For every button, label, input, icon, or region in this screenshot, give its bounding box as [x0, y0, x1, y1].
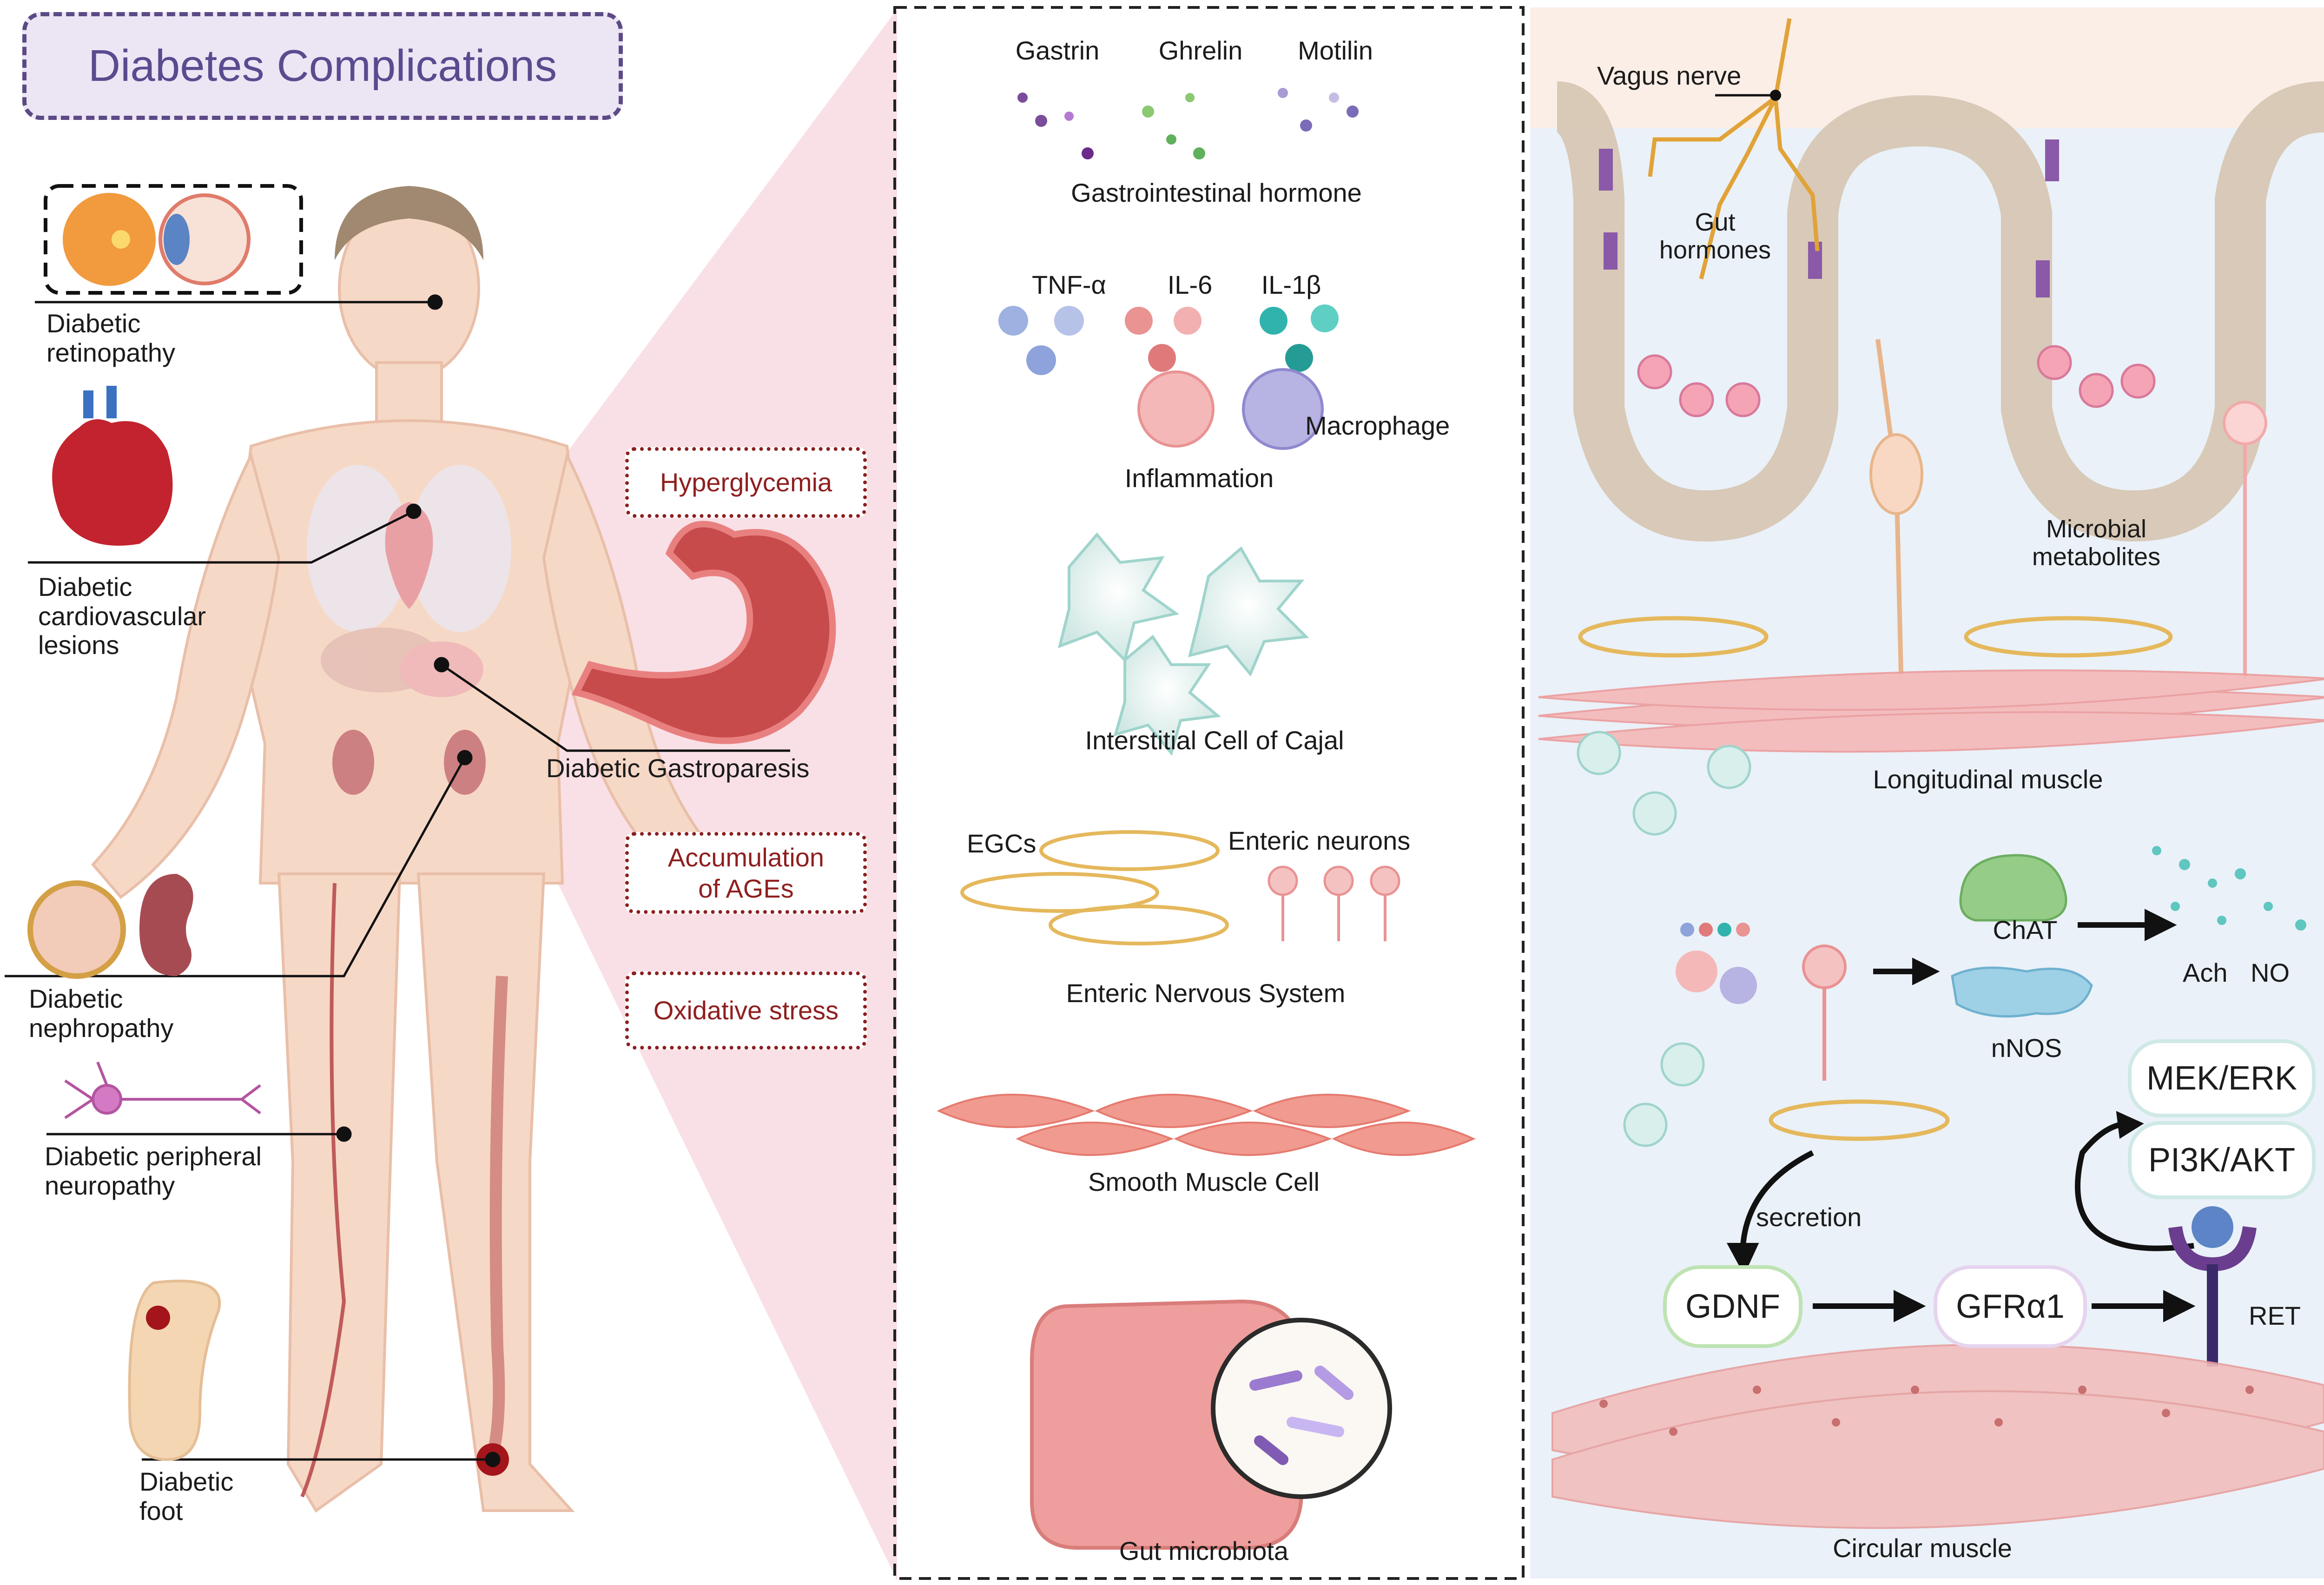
leg-vessel: [487, 976, 508, 1457]
neuron-icon: [64, 1061, 261, 1119]
ret-receptor-icon: [2168, 1206, 2257, 1367]
label-enteric-neurons: Enteric neurons: [1228, 826, 1411, 855]
pill-gfra1: GFRα1: [1934, 1265, 2087, 1348]
ens-cells-icon: [960, 830, 1400, 945]
label-ret: RET: [2249, 1301, 2301, 1330]
label-il1b: IL-1β: [1261, 270, 1321, 299]
myenteric-glia: [1578, 616, 2173, 658]
muscle-nuclei: [1599, 1386, 2254, 1436]
organs: [307, 465, 511, 795]
vagus-nerve: [1648, 18, 1820, 280]
icc-cells-icon: [1057, 532, 1309, 756]
enteric-neuron-icon: [1769, 944, 1950, 1141]
pill-mek-erk: MEK/ERK: [2128, 1039, 2316, 1117]
label-inflammation: Inflammation: [1124, 463, 1274, 493]
pill-pi3k-akt: PI3K/AKT: [2128, 1121, 2316, 1199]
label-ach: Ach: [2183, 958, 2228, 987]
kidney-cross-section-icon: [27, 880, 126, 979]
middle-panel-frame: [893, 6, 1525, 1580]
hair-icon: [335, 186, 483, 260]
zoom-wedge: [558, 9, 897, 1580]
label-secretion: secretion: [1756, 1202, 1862, 1232]
retina-icon: [63, 193, 156, 286]
label-vagus-nerve: Vagus nerve: [1597, 61, 1742, 90]
label-circular-muscle: Circular muscle: [1833, 1533, 2012, 1563]
intestine-icon: [1030, 1299, 1392, 1550]
label-nnos: nNOS: [1991, 1033, 2062, 1063]
microbiota-magnifier-icon: [1211, 1318, 1392, 1499]
label-gastrin: Gastrin: [1015, 36, 1100, 65]
ach-no-dots: [2152, 846, 2306, 931]
smooth-muscle-icon: [937, 1094, 1476, 1156]
label-il6: IL-6: [1167, 270, 1213, 299]
leader-lines: [5, 294, 790, 1467]
goblet-cells: [1637, 345, 2156, 417]
label-gut-microbiota: Gut microbiota: [1119, 1536, 1289, 1565]
macrophage-icon: [1242, 368, 1324, 450]
pill-gdnf: GDNF: [1663, 1265, 1802, 1348]
label-no: NO: [2251, 958, 2290, 987]
mechanism-hyperglycemia: Hyperglycemia: [625, 447, 867, 518]
label-icc: Interstitial Cell of Cajal: [1085, 726, 1344, 755]
label-egcs: EGCs: [967, 829, 1037, 858]
epithelial-cells: [1599, 139, 2059, 297]
heart-icon: [52, 419, 173, 546]
cytokine-cluster-icon: [1676, 923, 1757, 1004]
icc-cells-icon: [1577, 731, 1751, 1147]
cytokine-dots: [998, 304, 1339, 450]
diagram-title: Diabetes Complications: [22, 12, 623, 120]
label-ghrelin: Ghrelin: [1158, 36, 1243, 65]
label-tnf-alpha: TNF-α: [1032, 270, 1106, 299]
mechanism-oxidative-stress: Oxidative stress: [625, 971, 867, 1050]
label-motilin: Motilin: [1298, 36, 1373, 65]
longitudinal-muscle: [1538, 669, 2324, 753]
stomach-icon: [571, 521, 836, 744]
nnos-blob-icon: [1951, 966, 2093, 1018]
chat-blob-icon: [1959, 854, 2067, 922]
label-ens: Enteric Nervous System: [1066, 978, 1346, 1008]
pathway-arrows: [1726, 909, 2196, 1322]
kidney-icon: [139, 874, 193, 976]
label-gastroparesis: Diabetic Gastroparesis: [546, 753, 810, 783]
leg-vessel: [300, 883, 346, 1498]
label-smooth-muscle: Smooth Muscle Cell: [1088, 1167, 1320, 1196]
label-chat: ChAT: [1993, 915, 2058, 944]
hormone-dots: [1017, 88, 1359, 159]
intestinal-villi: [1555, 81, 2324, 542]
inflammatory-cell-icon: [1137, 370, 1215, 448]
label-macrophage: Macrophage: [1305, 411, 1450, 440]
foot-icon: [128, 1280, 221, 1461]
retinopathy-icon-frame: [44, 184, 303, 295]
circular-muscle: [1552, 1344, 2324, 1529]
label-longitudinal-muscle: Longitudinal muscle: [1873, 765, 2103, 794]
label-gi-hormone: Gastrointestinal hormone: [1071, 178, 1362, 207]
